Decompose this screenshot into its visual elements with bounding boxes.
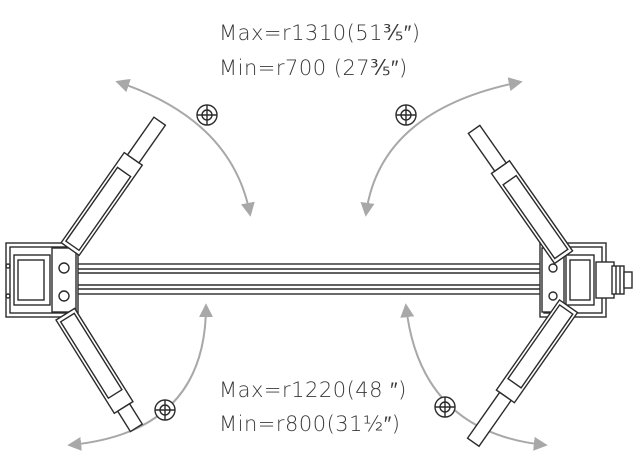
arm-upper-right: [467, 124, 574, 265]
arm-lower-left: [55, 307, 144, 433]
pad-upper-left: [196, 104, 218, 126]
pad-lower-right: [434, 396, 456, 418]
pad-lower-left: [154, 399, 176, 421]
front-arm-min-radius: Min=r700 (27⅗″): [219, 56, 408, 80]
arm-upper-left: [60, 116, 167, 257]
front-arm-max-radius: Max=r1310(51⅗″): [219, 21, 421, 45]
left-carriage: [5, 242, 79, 318]
rear-arm-max-radius: Max=r1220(48 ″): [219, 378, 407, 402]
arm-lower-right: [466, 298, 579, 448]
rear-arm-min-radius: Min=r800(31½″): [219, 412, 401, 436]
cross-beam: [69, 263, 551, 295]
arc-upper-left: [115, 78, 255, 217]
pad-upper-right: [395, 104, 417, 126]
motor-unit: [595, 261, 633, 299]
arc-upper-right: [360, 77, 523, 217]
